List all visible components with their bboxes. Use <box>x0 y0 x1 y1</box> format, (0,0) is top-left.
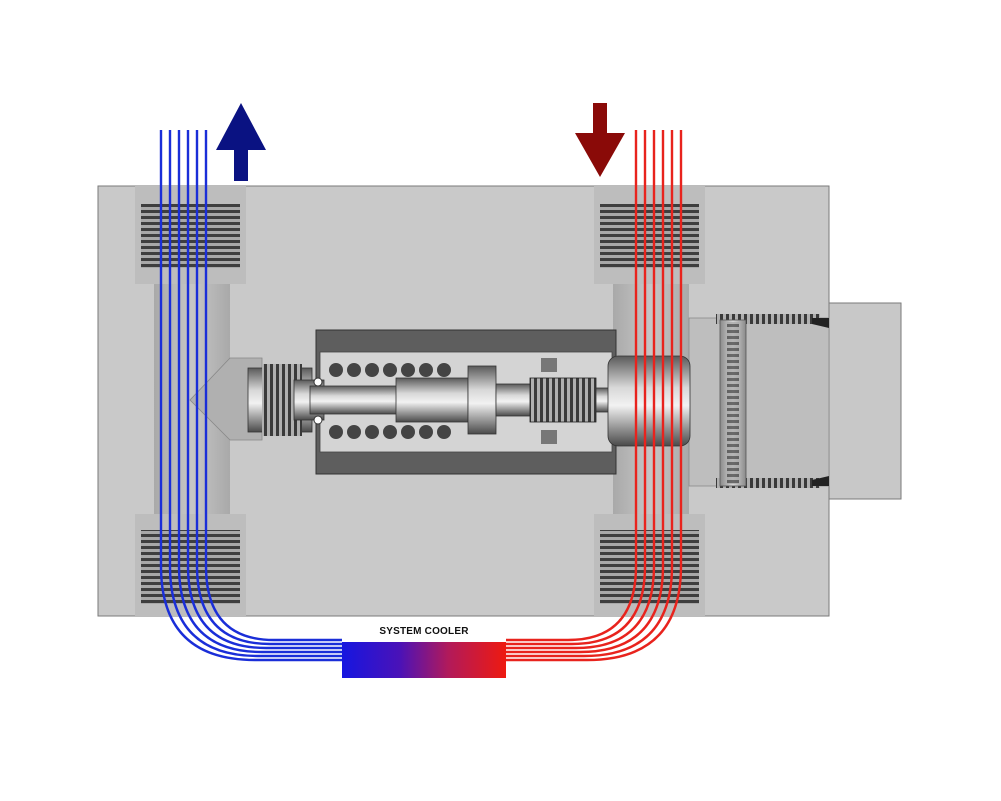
hot-flow-line <box>506 130 638 642</box>
hot-flow-line <box>506 130 674 658</box>
hot-flow-line <box>506 130 647 646</box>
spring <box>313 363 451 439</box>
cold-flow-lines <box>159 130 342 662</box>
cold-flow-line <box>195 130 342 646</box>
hot-flow-line <box>506 130 683 662</box>
hot-flow-line <box>506 130 665 654</box>
cold-flow-line <box>168 130 342 658</box>
outflow-arrow-up <box>216 103 266 181</box>
system-cooler-box <box>342 642 506 678</box>
left-port-cavity <box>135 186 263 616</box>
spool-piston <box>309 355 691 447</box>
hot-flow-lines <box>506 130 683 662</box>
cold-flow-line <box>186 130 342 650</box>
cold-flow-line <box>159 130 342 662</box>
plug-cavity <box>688 314 830 488</box>
system-cooler-label: SYSTEM COOLER <box>379 626 469 637</box>
cold-flow-line <box>204 130 342 642</box>
hot-flow-line <box>506 130 656 650</box>
cold-flow-line <box>177 130 342 654</box>
inflow-arrow-down <box>575 103 625 177</box>
